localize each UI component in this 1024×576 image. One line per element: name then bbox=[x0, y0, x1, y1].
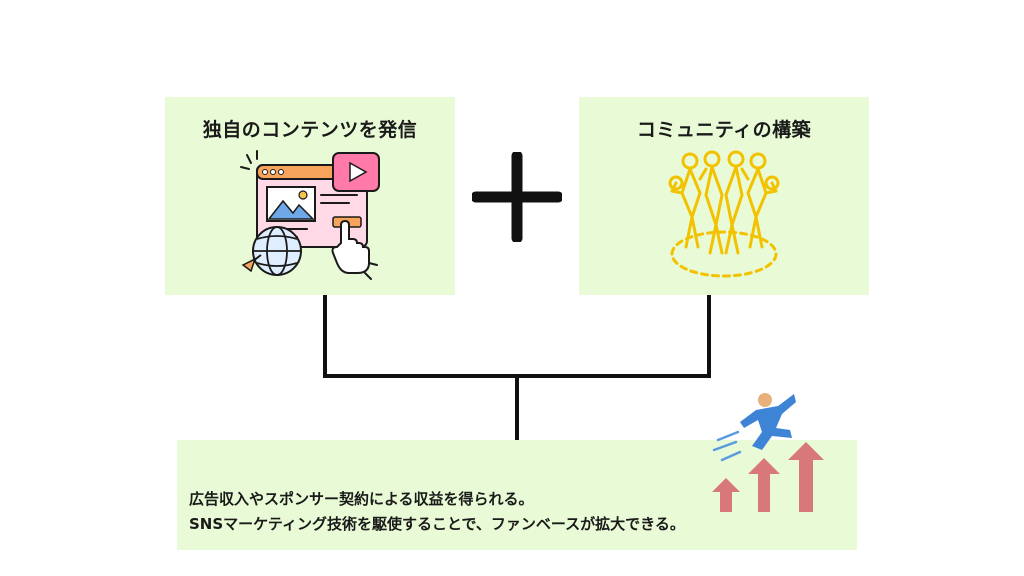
result-text-line-2: SNSマーケティング技術を駆使することで、ファンベースが拡大できる。 bbox=[189, 515, 685, 533]
content-publishing-box: 独自のコンテンツを発信 bbox=[165, 97, 455, 295]
content-publishing-title: 独自のコンテンツを発信 bbox=[202, 119, 418, 141]
community-people-icon bbox=[668, 150, 780, 278]
content-publishing-icon bbox=[240, 150, 380, 280]
result-box: 広告収入やスポンサー契約による収益を得られる。 SNSマーケティング技術を駆使す… bbox=[177, 440, 857, 550]
community-building-title: コミュニティの構築 bbox=[636, 119, 812, 141]
plus-icon bbox=[472, 152, 562, 242]
result-text-line-1: 広告収入やスポンサー契約による収益を得られる。 bbox=[189, 490, 534, 508]
growth-arrows-runner-icon bbox=[712, 393, 824, 512]
community-building-box: コミュニティの構築 bbox=[579, 97, 869, 295]
